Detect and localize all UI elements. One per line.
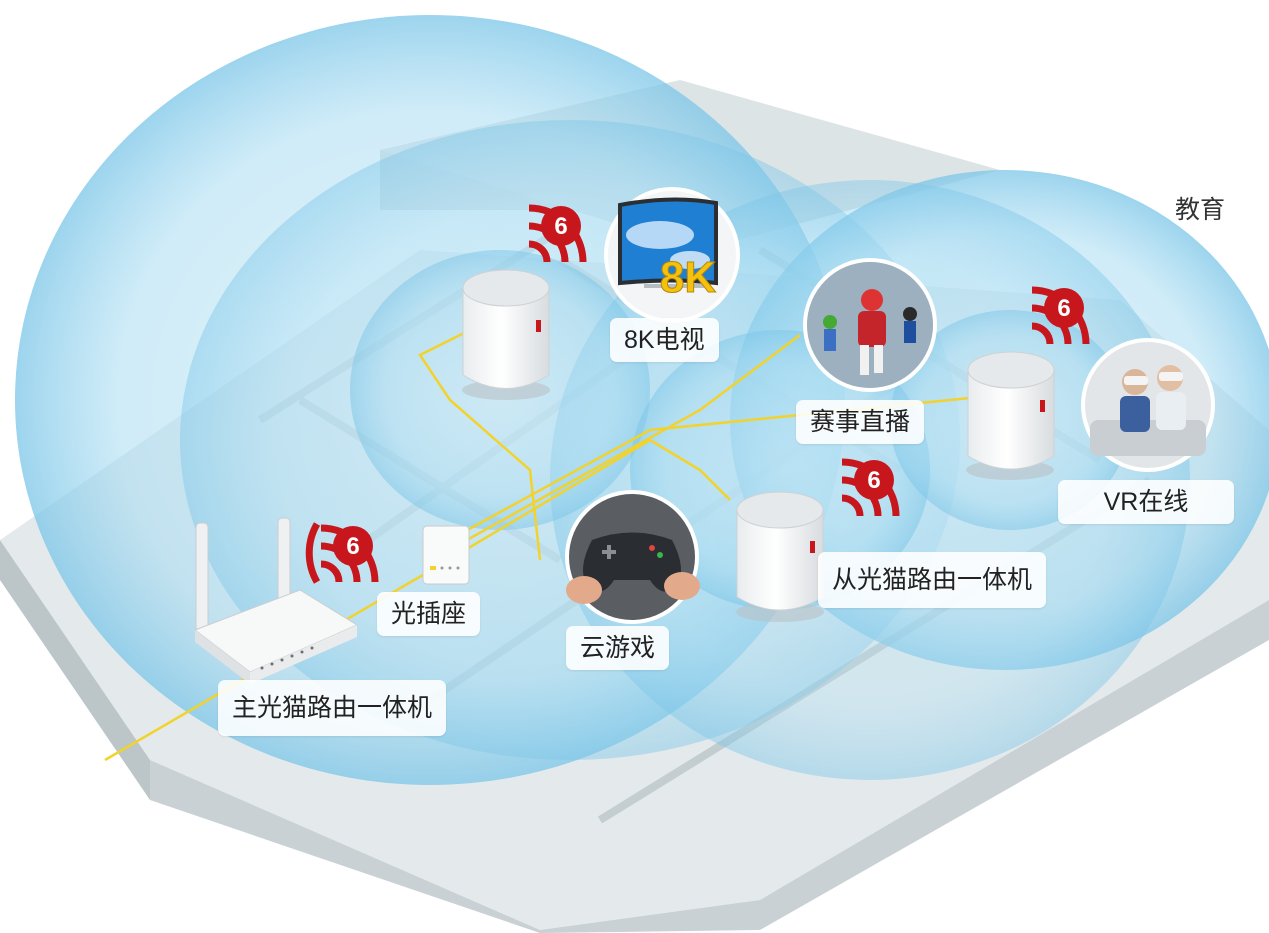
sports-thumbnail [803,258,937,392]
tv-8k-overlay: 8K [660,253,716,302]
gamepad-icon [566,532,700,604]
vr-thumbnail [1081,338,1215,472]
wifi6-icon: 6 [528,204,587,263]
wifi6-icon: 6 [305,522,379,584]
label-vr-online: VR在线 [1058,480,1234,524]
wifi6-icon: 6 [841,458,900,517]
label-sub-ont: 从光猫路由一体机 [818,552,1047,608]
svg-text:6: 6 [867,467,880,494]
cloud-game-thumbnail [565,490,700,624]
wifi6-icon: 6 [1031,286,1090,345]
label-live-sports: 赛事直播 [796,400,925,444]
svg-text:6: 6 [554,213,567,240]
vr-icon [1090,365,1206,456]
sports-icon [823,289,917,375]
label-optical-socket: 光插座 [377,592,481,636]
label-cloud-game: 云游戏 [566,626,670,670]
wifi6-badges: 6 6 6 6 [305,204,1090,584]
label-education: 教育 [1175,196,1226,224]
mesh-node-3-icon [736,491,824,622]
mesh-node-2-icon [966,351,1055,480]
optical-socket-icon [422,525,470,585]
svg-text:6: 6 [1057,295,1070,322]
svg-text:6: 6 [346,533,359,560]
mesh-node-1-icon [462,269,550,400]
label-main-ont: 主光猫路由一体机 [218,680,447,736]
tv-8k-thumbnail: 8K [604,187,740,323]
main-ont-router-icon [193,517,359,684]
label-tv-8k: 8K电视 [610,318,719,362]
